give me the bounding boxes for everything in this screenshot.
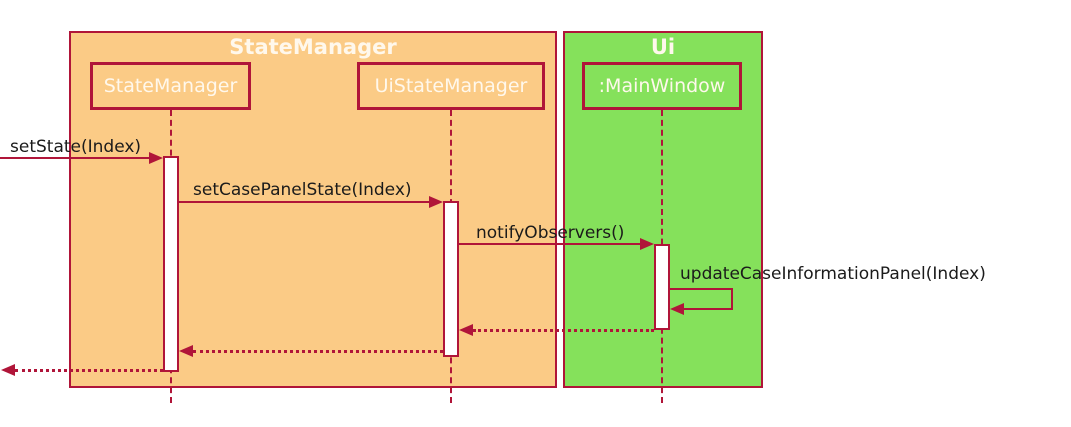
activation-uistatemanager bbox=[443, 201, 459, 357]
message-notifyobservers-arrowhead bbox=[640, 238, 654, 250]
message-setcasepanelstate-label: setCasePanelState(Index) bbox=[193, 180, 412, 200]
message-updatecaseinformationpanel-line-right bbox=[731, 288, 733, 310]
participant-box-mainwindow: :MainWindow bbox=[582, 62, 742, 110]
message-notifyobservers-label: notifyObservers() bbox=[476, 223, 625, 243]
frame-ui-title: Ui bbox=[650, 35, 676, 59]
message-return-statemanager-arrowhead bbox=[1, 364, 15, 376]
participant-box-uistatemanager: UiStateManager bbox=[357, 62, 545, 110]
participant-box-statemanager: StateManager bbox=[90, 62, 251, 110]
message-setcasepanelstate-line bbox=[179, 201, 431, 203]
message-setstate-line bbox=[0, 157, 152, 159]
message-updatecaseinformationpanel-line-bottom bbox=[684, 308, 733, 310]
message-updatecaseinformationpanel-arrowhead bbox=[670, 303, 684, 315]
message-notifyobservers-line bbox=[459, 243, 641, 245]
message-setstate-arrowhead bbox=[149, 152, 163, 164]
message-return-mainwindow-arrowhead bbox=[459, 324, 473, 336]
message-return-statemanager-line bbox=[15, 369, 163, 372]
message-setcasepanelstate-arrowhead bbox=[429, 196, 443, 208]
activation-statemanager bbox=[163, 156, 179, 372]
participant-label-uistatemanager: UiStateManager bbox=[374, 75, 528, 97]
message-updatecaseinformationpanel-label: updateCaseInformationPanel(Index) bbox=[680, 264, 986, 284]
message-return-mainwindow-line bbox=[473, 329, 654, 332]
message-setstate-label: setState(Index) bbox=[10, 137, 142, 157]
message-return-uistatemanager-arrowhead bbox=[179, 345, 193, 357]
participant-label-mainwindow: :MainWindow bbox=[598, 75, 726, 97]
message-return-uistatemanager-line bbox=[193, 350, 443, 353]
frame-statemanager-title: StateManager bbox=[229, 35, 397, 59]
message-updatecaseinformationpanel-line-top bbox=[670, 288, 733, 290]
participant-label-statemanager: StateManager bbox=[103, 75, 238, 97]
activation-mainwindow bbox=[654, 244, 670, 330]
